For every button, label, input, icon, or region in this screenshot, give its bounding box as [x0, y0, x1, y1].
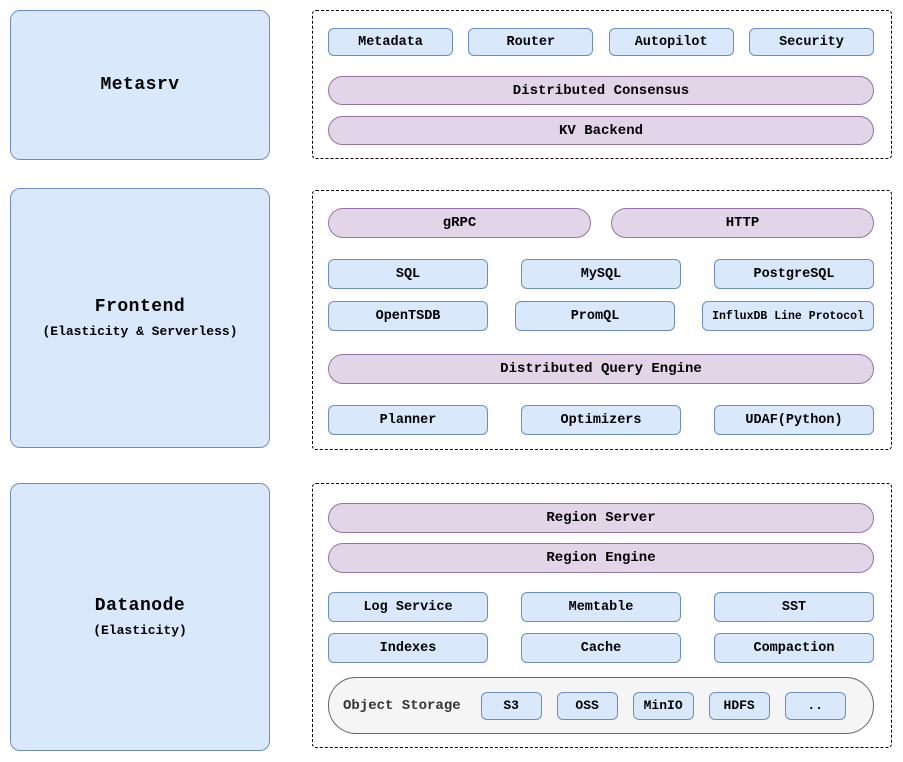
protocol-pills-row: gRPC HTTP [328, 208, 874, 238]
datanode-row-2: Indexes Cache Compaction [328, 633, 874, 663]
datanode-row-1: Log Service Memtable SST [328, 592, 874, 622]
indexes-box: Indexes [328, 633, 488, 663]
frontend-node: Frontend (Elasticity & Serverless) [10, 188, 270, 448]
udaf-python-box: UDAF(Python) [714, 405, 874, 435]
distributed-consensus-pill: Distributed Consensus [328, 76, 874, 105]
kv-backend-pill: KV Backend [328, 116, 874, 145]
frontend-panel: gRPC HTTP SQL MySQL PostgreSQL OpenTSDB … [312, 190, 892, 450]
object-storage-label: Object Storage [343, 697, 461, 714]
query-language-row-2: OpenTSDB PromQL InfluxDB Line Protocol [328, 301, 874, 331]
postgresql-box: PostgreSQL [714, 259, 874, 289]
router-box: Router [468, 28, 594, 56]
security-box: Security [748, 28, 874, 56]
region-engine-pill: Region Engine [328, 543, 874, 573]
frontend-title: Frontend [94, 297, 186, 317]
region-server-pill: Region Server [328, 503, 874, 533]
datanode-panel: Region Server Region Engine Log Service … [312, 483, 892, 748]
hdfs-box: HDFS [708, 691, 770, 720]
cache-box: Cache [521, 633, 681, 663]
sst-box: SST [714, 592, 874, 622]
s3-box: S3 [480, 691, 542, 720]
sql-box: SQL [328, 259, 488, 289]
oss-box: OSS [556, 691, 618, 720]
metasrv-title: Metasrv [100, 75, 180, 95]
minio-box: MinIO [632, 691, 694, 720]
optimizers-box: Optimizers [521, 405, 681, 435]
frontend-subtitle: (Elasticity & Serverless) [42, 324, 238, 339]
datanode-node: Datanode (Elasticity) [10, 483, 270, 751]
autopilot-box: Autopilot [608, 28, 734, 56]
memtable-box: Memtable [521, 592, 681, 622]
opentsdb-box: OpenTSDB [328, 301, 488, 331]
promql-box: PromQL [515, 301, 675, 331]
compaction-box: Compaction [714, 633, 874, 663]
mysql-box: MySQL [521, 259, 681, 289]
grpc-pill: gRPC [328, 208, 591, 238]
distributed-query-engine-pill: Distributed Query Engine [328, 354, 874, 384]
planner-box: Planner [328, 405, 488, 435]
object-storage-group: Object Storage S3 OSS MinIO HDFS .. [328, 677, 874, 734]
metasrv-panel: Metadata Router Autopilot Security Distr… [312, 10, 892, 159]
http-pill: HTTP [611, 208, 874, 238]
more-backends-box: .. [784, 691, 846, 720]
datanode-title: Datanode [94, 596, 186, 616]
metasrv-components-row: Metadata Router Autopilot Security [328, 28, 874, 56]
engine-components-row: Planner Optimizers UDAF(Python) [328, 405, 874, 435]
influxdb-line-protocol-box: InfluxDB Line Protocol [702, 301, 874, 331]
datanode-subtitle: (Elasticity) [93, 623, 187, 638]
query-language-row-1: SQL MySQL PostgreSQL [328, 259, 874, 289]
metasrv-node: Metasrv [10, 10, 270, 160]
log-service-box: Log Service [328, 592, 488, 622]
metadata-box: Metadata [328, 28, 453, 56]
